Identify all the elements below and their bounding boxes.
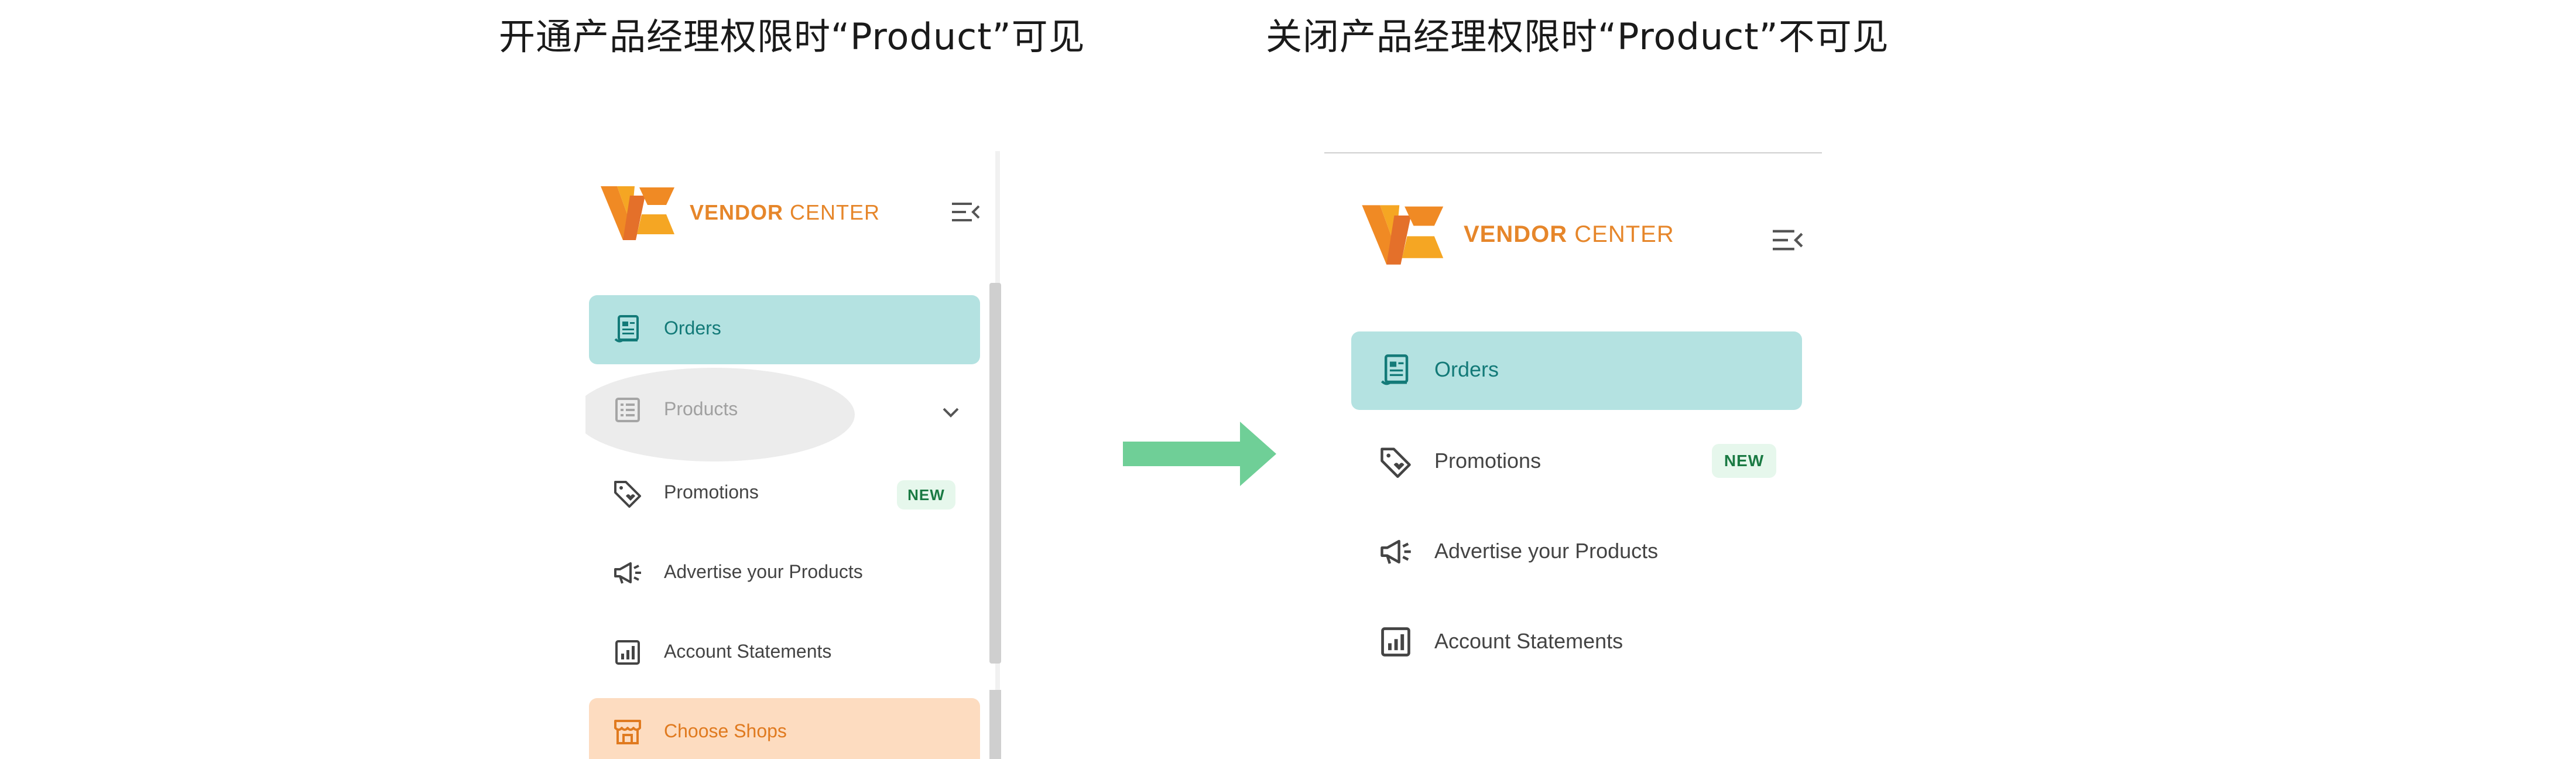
sidebar-item-label: Orders bbox=[664, 317, 721, 339]
caption-left: 开通产品经理权限时“Product”可见 bbox=[499, 15, 1085, 58]
megaphone-icon bbox=[611, 556, 644, 589]
sidebar-item-advertise[interactable]: Advertise your Products bbox=[589, 539, 980, 608]
sidebar-item-label: Account Statements bbox=[664, 641, 832, 662]
scrollbar-thumb-lower[interactable] bbox=[989, 690, 1001, 759]
bar-chart-icon bbox=[1377, 623, 1414, 661]
sidebar-item-label: Choose Shops bbox=[664, 720, 787, 741]
megaphone-icon bbox=[1377, 533, 1414, 570]
vc-logo-icon bbox=[601, 186, 674, 240]
logo-text: VENDOR CENTER bbox=[690, 200, 881, 224]
sidebar-item-promotions[interactable]: Promotions NEW bbox=[1351, 422, 1802, 500]
sidebar-item-account-statements[interactable]: Account Statements bbox=[589, 618, 980, 688]
sidebar-item-products[interactable]: Products bbox=[589, 378, 980, 447]
sidebar-item-account-statements[interactable]: Account Statements bbox=[1351, 602, 1802, 681]
bar-chart-icon bbox=[611, 636, 644, 669]
sidebar-item-label: Orders bbox=[1434, 357, 1499, 381]
caption-right: 关闭产品经理权限时“Product”不可见 bbox=[1266, 15, 1889, 58]
vendor-center-logo: VENDOR CENTER bbox=[1362, 203, 1674, 266]
sidebar-item-promotions[interactable]: Promotions NEW bbox=[589, 459, 980, 528]
shop-icon bbox=[611, 716, 644, 748]
sidebar-right: VENDOR CENTER Orders Promotions NEW Adve… bbox=[1324, 152, 1822, 704]
sidebar-item-orders[interactable]: Orders bbox=[589, 295, 980, 364]
tag-icon bbox=[1377, 443, 1414, 480]
sidebar-item-orders[interactable]: Orders bbox=[1351, 331, 1802, 410]
logo-text: VENDOR CENTER bbox=[1464, 221, 1674, 247]
vc-logo-icon bbox=[1362, 205, 1444, 265]
sidebar-item-label: Advertise your Products bbox=[664, 561, 863, 582]
arrow-right-icon bbox=[1123, 422, 1276, 486]
receipt-icon bbox=[1377, 351, 1414, 389]
sidebar-item-label: Products bbox=[664, 398, 738, 419]
new-badge: NEW bbox=[897, 480, 955, 510]
list-icon bbox=[611, 394, 644, 426]
tag-icon bbox=[611, 477, 644, 510]
vendor-center-logo: VENDOR CENTER bbox=[601, 184, 880, 241]
scrollbar-thumb[interactable] bbox=[989, 283, 1001, 664]
sidebar-item-label: Advertise your Products bbox=[1434, 539, 1659, 563]
sidebar-item-label: Account Statements bbox=[1434, 629, 1623, 653]
menu-collapse-icon[interactable] bbox=[952, 200, 980, 224]
menu-collapse-icon[interactable] bbox=[1773, 227, 1803, 253]
sidebar-left: VENDOR CENTER Orders Products Promotions… bbox=[585, 151, 1019, 759]
sidebar-item-advertise[interactable]: Advertise your Products bbox=[1351, 512, 1802, 590]
chevron-down-icon[interactable] bbox=[940, 402, 961, 423]
sidebar-item-choose-shops[interactable]: Choose Shops bbox=[589, 698, 980, 759]
new-badge: NEW bbox=[1712, 444, 1776, 478]
sidebar-item-label: Promotions bbox=[664, 481, 759, 502]
receipt-icon bbox=[611, 313, 644, 346]
sidebar-item-label: Promotions bbox=[1434, 449, 1542, 473]
